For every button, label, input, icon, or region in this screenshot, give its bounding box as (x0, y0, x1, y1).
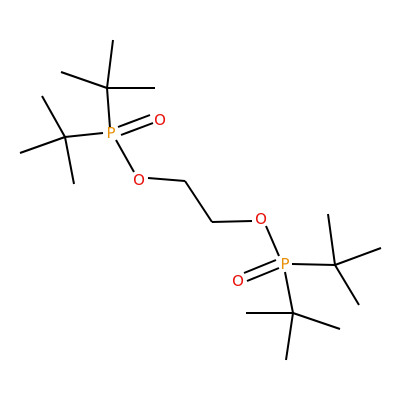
bond-tbu2-methyl-c (64, 136, 75, 185)
atom-phosphorus-upper: P (106, 124, 115, 142)
atom-oxygen-double-lower: O (232, 272, 244, 290)
bond-tbu3-methyl-b (334, 247, 382, 266)
atom-oxygen-double-upper: O (154, 111, 166, 129)
bond-o2-p2 (265, 225, 280, 257)
bond-tbu4-methyl-c (285, 312, 294, 361)
bond-tbu3-methyl-c (334, 264, 360, 306)
bond-p1-tbu2-quaternary (64, 132, 104, 138)
bond-tbu4-methyl-b (292, 312, 341, 330)
bond-tbu3-methyl-a (327, 213, 336, 266)
bond-ch2-ch2 (184, 180, 213, 223)
atom-oxygen-ester-lower: O (255, 210, 267, 228)
bond-tbu1-methyl-b (106, 39, 114, 89)
bond-tbu1-methyl-a (60, 71, 108, 89)
bond-p1-o-double-a (117, 114, 151, 128)
bond-p2-tbu4-quaternary (284, 271, 294, 314)
bond-p2-o-double-b (246, 267, 280, 282)
atom-phosphorus-lower: P (280, 255, 289, 273)
bond-tbu2-methyl-b (19, 136, 66, 154)
upper-phosphinate-group: P O O (19, 39, 166, 189)
ethylene-bridge (147, 177, 253, 223)
bond-p1-o-double-b (120, 122, 154, 136)
bond-p1-o-ester (115, 139, 135, 173)
lower-phosphinate-group: O P O (232, 210, 382, 361)
atom-oxygen-ester-upper: O (133, 171, 145, 189)
bond-o1-ch2 (147, 177, 186, 182)
bond-tbu2-methyl-a (41, 95, 66, 138)
bond-ch2-o2 (211, 220, 253, 223)
bond-p2-o-double-a (243, 259, 277, 274)
bond-p1-tbu1-quaternary (106, 87, 111, 129)
bond-p2-tbu3-quaternary (291, 263, 336, 266)
